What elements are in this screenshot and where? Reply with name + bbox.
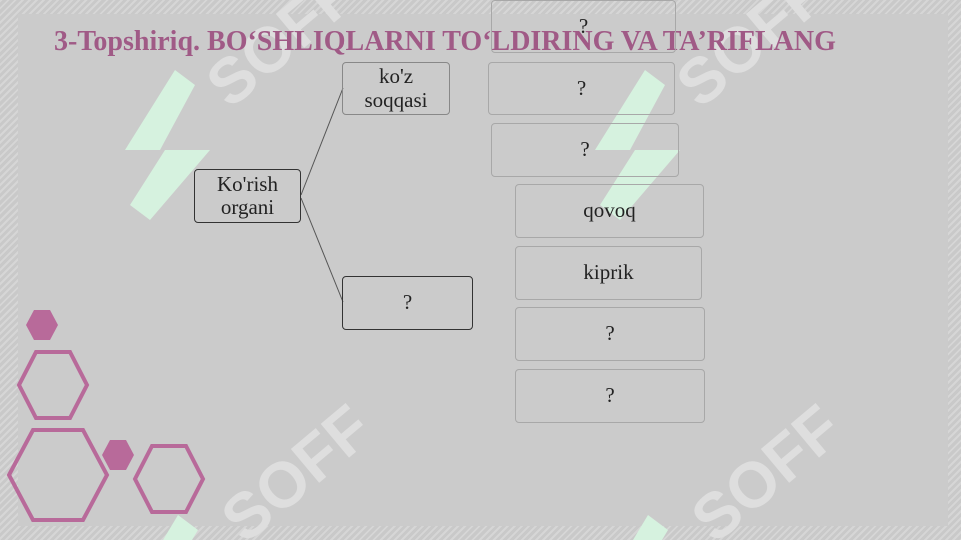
branch-top-node: ko'z soqqasi [342,62,450,115]
connector-bottom [300,197,344,303]
hexagon-small-filled-2 [102,440,134,470]
item-label: ? [578,14,589,38]
item-node-4: qovoq [515,184,704,238]
item-label: ? [576,75,587,100]
branch-top-label: ko'z soqqasi [364,64,428,112]
item-node-1: ? [491,0,676,53]
item-label: kiprik [583,260,634,285]
branch-bottom-label: ? [402,290,413,315]
root-node: Ko'rish organi [194,169,301,223]
item-node-7: ? [515,369,705,423]
hexagon-outline-1 [16,350,90,420]
item-label: ? [605,321,615,346]
item-node-6: ? [515,307,705,361]
item-node-2: ? [488,62,675,115]
hexagon-outline-3 [132,444,206,514]
hexagon-small-filled [26,310,58,340]
connector-top [300,87,344,196]
item-label: ? [580,137,590,162]
item-node-5: kiprik [515,246,702,300]
branch-bottom-node: ? [342,276,473,330]
root-node-label: Ko'rish organi [217,171,278,219]
item-node-3: ? [491,123,679,177]
slide-title: 3-Topshiriq. BO‘SHLIQLARNI TO‘LDIRING VA… [54,26,836,57]
item-label: ? [605,383,615,408]
item-label: qovoq [583,198,636,223]
hexagon-outline-2 [6,428,110,522]
